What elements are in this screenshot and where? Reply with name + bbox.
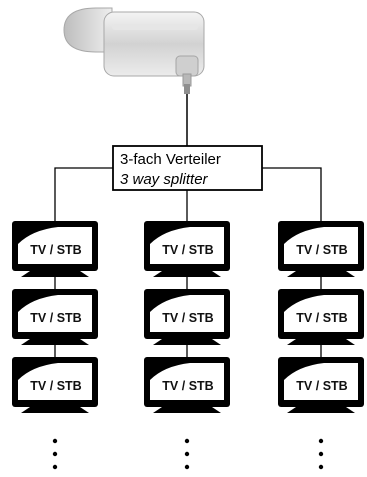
- tv-stb-left-3: TV / STB: [12, 357, 98, 413]
- continuation-dots-left: [52, 438, 58, 470]
- monitor-stand: [153, 405, 221, 413]
- screen-glare: [150, 227, 190, 244]
- monitor-stand: [153, 337, 221, 345]
- tv-stb-center-1: TV / STB: [144, 221, 230, 277]
- tv-stb-center-3: TV / STB: [144, 357, 230, 413]
- tv-stb-label: TV / STB: [296, 311, 347, 325]
- f-connector: [184, 84, 190, 146]
- continuation-dots: [52, 438, 324, 470]
- splitter-box: 3-fach Verteiler 3 way splitter: [112, 145, 263, 191]
- tv-stb-left-1: TV / STB: [12, 221, 98, 277]
- splitter-label-en: 3 way splitter: [120, 171, 209, 188]
- tv-stb-label: TV / STB: [162, 243, 213, 257]
- monitor-stand: [287, 269, 355, 277]
- screen-glare: [18, 227, 58, 244]
- tv-stb-left-2: TV / STB: [12, 289, 98, 345]
- screen-glare: [150, 363, 190, 380]
- tv-stb-right-1: TV / STB: [278, 221, 364, 277]
- tv-stb-label: TV / STB: [30, 379, 81, 393]
- tv-stb-label: TV / STB: [296, 243, 347, 257]
- splitter-label-de: 3-fach Verteiler: [120, 151, 221, 168]
- tv-stb-right-2: TV / STB: [278, 289, 364, 345]
- tv-stb-label: TV / STB: [30, 243, 81, 257]
- tv-stb-label: TV / STB: [30, 311, 81, 325]
- monitor-stand: [153, 269, 221, 277]
- tv-stb-label: TV / STB: [296, 379, 347, 393]
- tv-stb-label: TV / STB: [162, 379, 213, 393]
- continuation-dots-center: [184, 438, 190, 470]
- screen-glare: [18, 363, 58, 380]
- tv-stb-center-2: TV / STB: [144, 289, 230, 345]
- monitor-stand: [21, 269, 89, 277]
- monitor-stand: [287, 337, 355, 345]
- distribution-lines: [54, 167, 322, 221]
- screen-glare: [150, 295, 190, 312]
- tv-grid: TV / STB TV / STB TV / STB TV / STB TV / STB…: [12, 221, 364, 413]
- lnb-icon: [63, 7, 205, 87]
- screen-glare: [284, 295, 324, 312]
- screen-glare: [284, 227, 324, 244]
- monitor-stand: [21, 337, 89, 345]
- tv-stb-label: TV / STB: [162, 311, 213, 325]
- continuation-dots-right: [318, 438, 324, 470]
- screen-glare: [18, 295, 58, 312]
- screen-glare: [284, 363, 324, 380]
- monitor-stand: [21, 405, 89, 413]
- monitor-stand: [287, 405, 355, 413]
- tv-stb-right-3: TV / STB: [278, 357, 364, 413]
